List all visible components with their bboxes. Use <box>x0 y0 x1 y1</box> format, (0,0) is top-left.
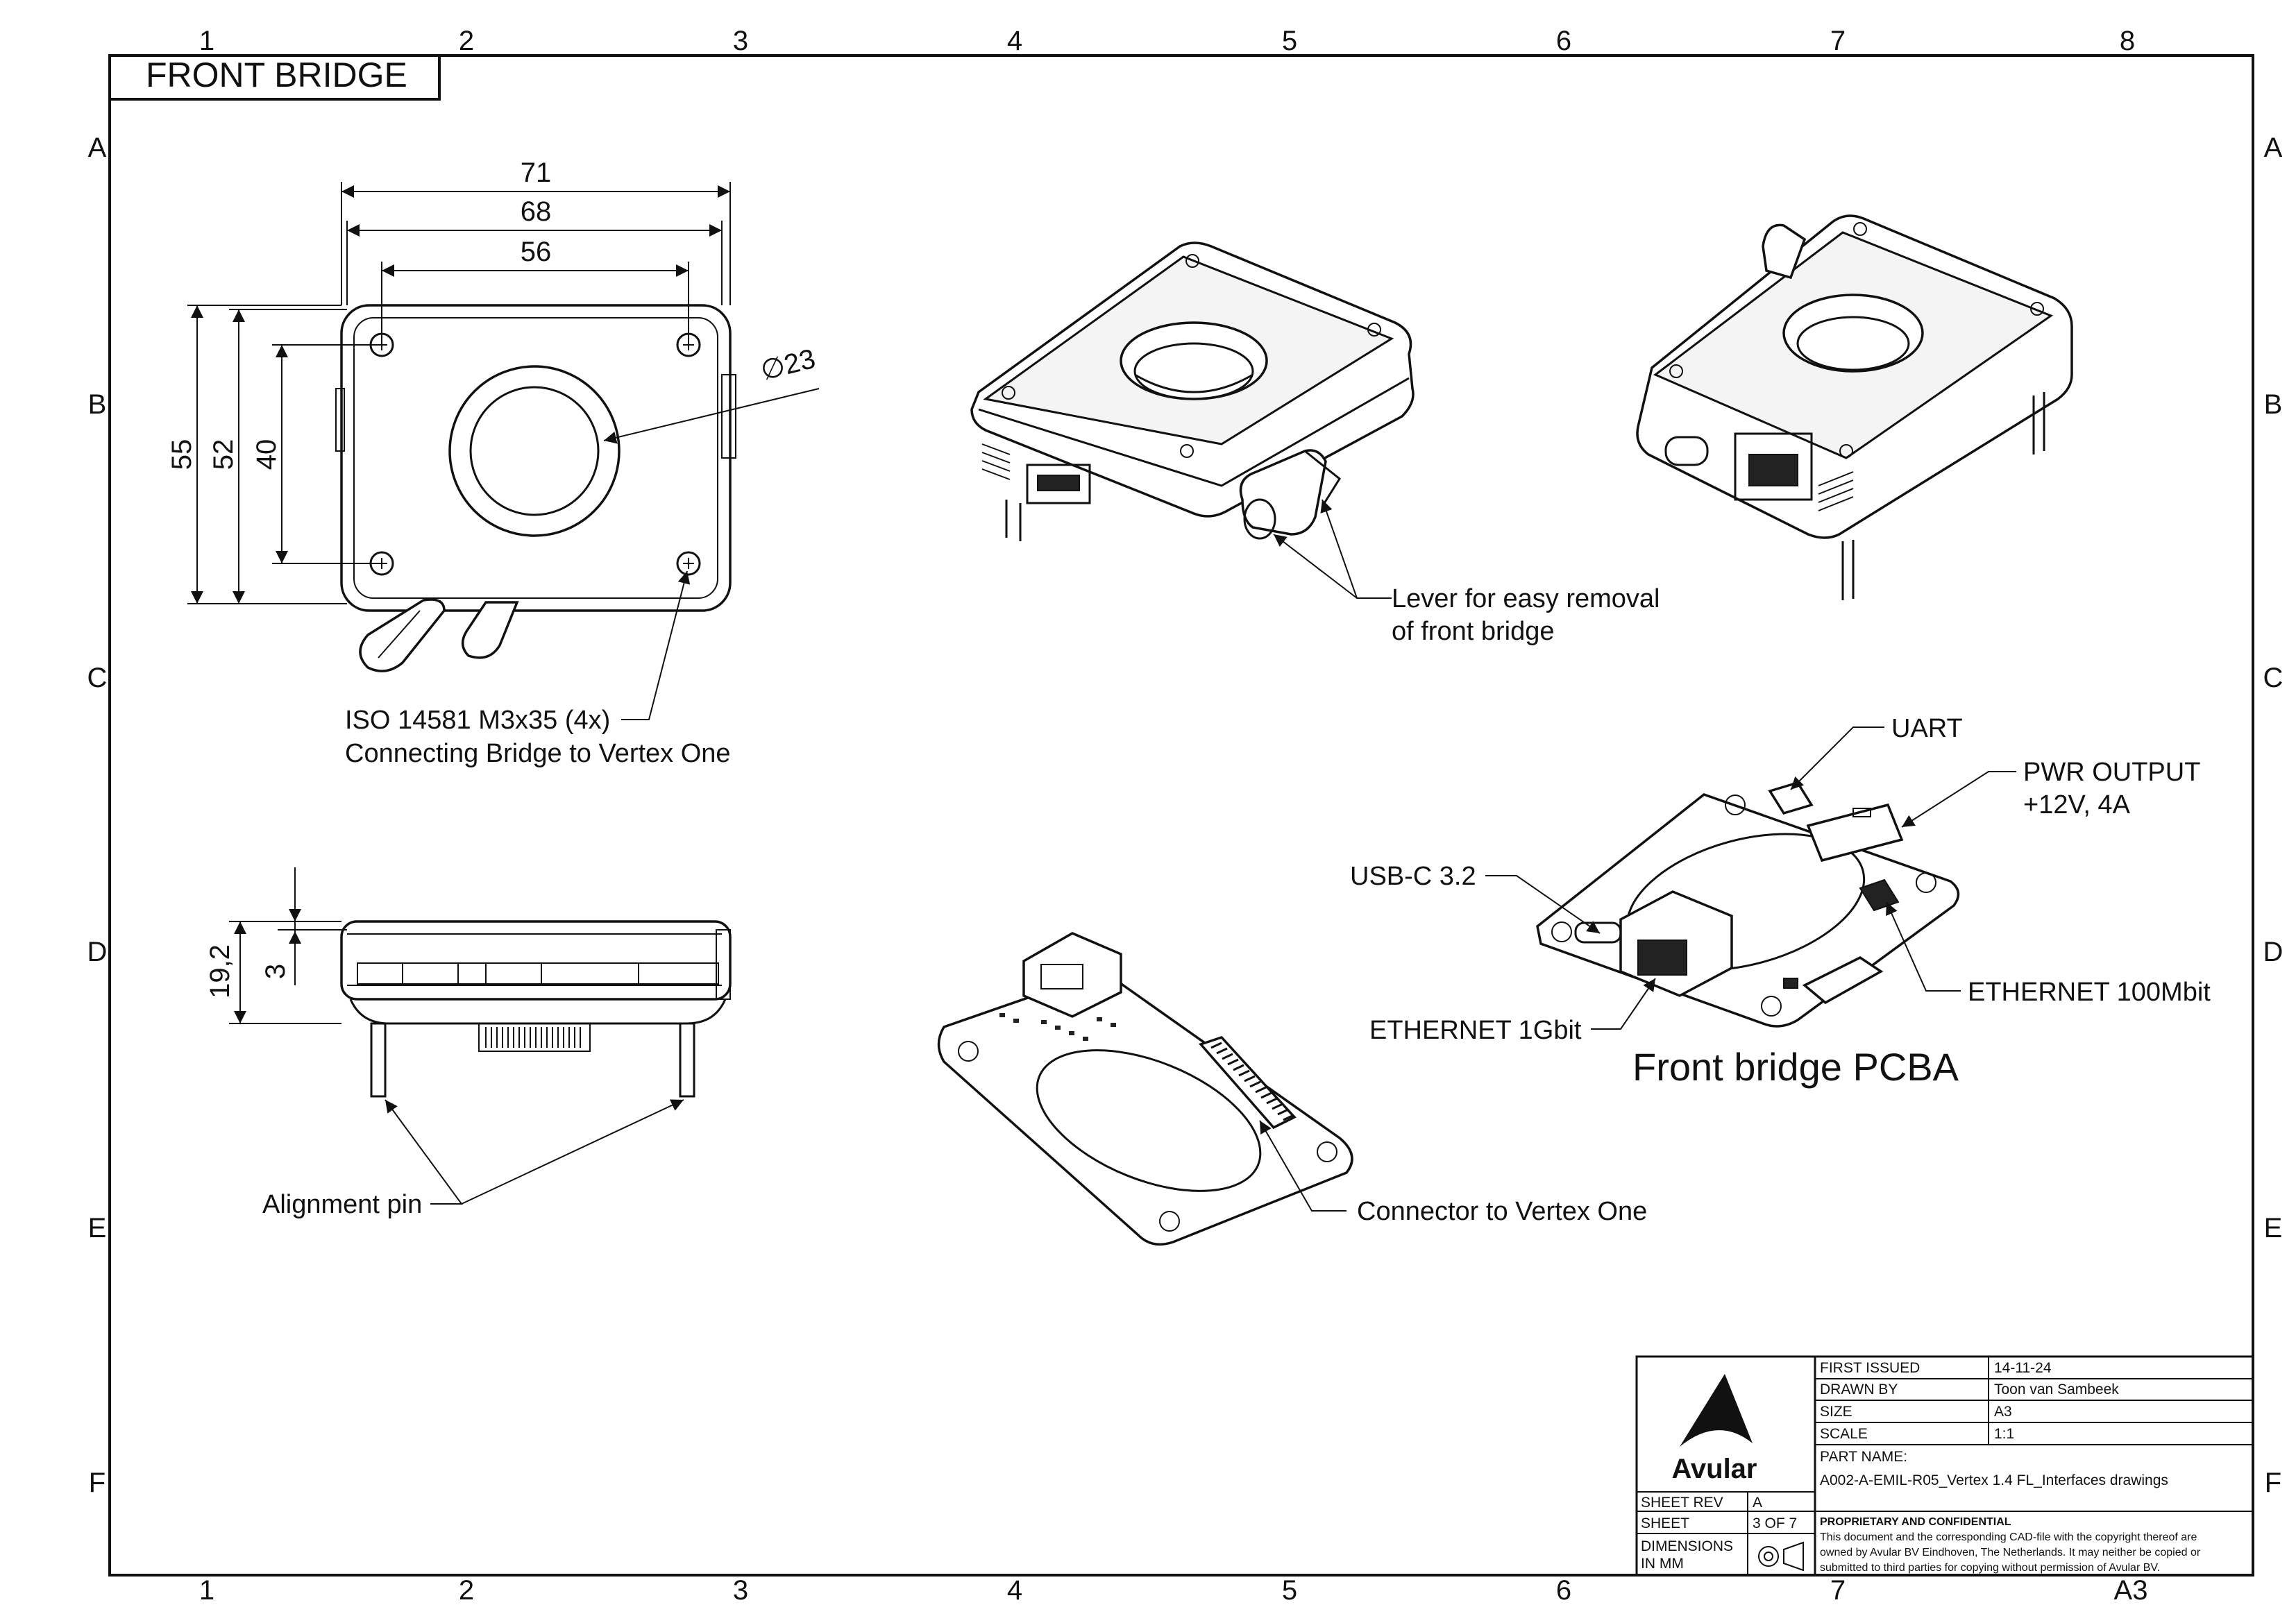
side-view: 19,2 3 <box>205 867 732 1098</box>
logo-text: Avular <box>1671 1454 1757 1484</box>
sheet-value: 3 OF 7 <box>1753 1515 1797 1531</box>
row-label: E <box>88 1213 107 1243</box>
eth100-label: ETHERNET 100Mbit <box>1968 978 2211 1007</box>
tb-value: 1:1 <box>1994 1426 2014 1442</box>
confidential-title: PROPRIETARY AND CONFIDENTIAL <box>1820 1516 2011 1528</box>
dimensions-label-2: IN MM <box>1641 1556 1684 1572</box>
screw-callout-line1: ISO 14581 M3x35 (4x) <box>345 706 610 735</box>
part-name-value: A002-A-EMIL-R05_Vertex 1.4 FL_Interfaces… <box>1820 1472 2168 1488</box>
drawing-border <box>108 54 2254 1577</box>
part-name-label: PART NAME: <box>1820 1449 1907 1465</box>
iso-view-pcba-bottom <box>937 932 1353 1246</box>
sheet-rev-label: SHEET REV <box>1641 1495 1723 1511</box>
top-view: 71 68 56 55 52 40 ∅23 <box>167 158 820 672</box>
col-label: 1 <box>199 26 214 56</box>
tb-value: Toon van Sambeek <box>1994 1382 2119 1397</box>
connector-label: Connector to Vertex One <box>1357 1197 1647 1226</box>
pcba-title: Front bridge PCBA <box>1632 1045 1959 1089</box>
col-label: A3 <box>2114 1575 2148 1606</box>
title-box <box>108 56 441 101</box>
sheet-title: FRONT BRIDGE <box>146 56 407 94</box>
avular-logo-icon <box>1680 1374 1753 1447</box>
row-label: D <box>87 937 108 967</box>
row-label: A <box>2264 133 2283 163</box>
usbc-label: USB-C 3.2 <box>1350 862 1476 891</box>
col-label: 7 <box>1830 26 1846 56</box>
col-label: 6 <box>1556 26 1571 56</box>
row-labels-right: A B C D E F <box>2263 133 2284 1498</box>
screw-callout-line2: Connecting Bridge to Vertex One <box>345 739 731 768</box>
col-label: 4 <box>1007 26 1022 56</box>
dim-55: 55 <box>167 439 197 470</box>
col-label: 4 <box>1007 1575 1022 1606</box>
connector-teeth <box>485 1027 581 1048</box>
col-label: 5 <box>1282 1575 1297 1606</box>
row-label: C <box>2263 663 2284 693</box>
row-label: E <box>2264 1213 2283 1243</box>
row-labels-left: A B C D E F <box>87 133 108 1498</box>
dim-19-2: 19,2 <box>205 944 235 999</box>
col-label: 3 <box>733 1575 748 1606</box>
row-label: D <box>2263 937 2284 967</box>
dim-3: 3 <box>260 964 291 979</box>
lever-icon <box>359 598 519 672</box>
dim-diameter: ∅23 <box>758 343 819 386</box>
pcba-iso-view <box>1536 781 1960 1028</box>
dim-40: 40 <box>251 439 282 470</box>
dim-71: 71 <box>521 158 552 188</box>
row-label: A <box>88 133 107 163</box>
pwr-label-line1: PWR OUTPUT <box>2023 758 2200 787</box>
col-label: 7 <box>1830 1575 1846 1606</box>
title-block: Avular FIRST ISSUED 14-11-24 DRAWN BY To… <box>1635 1355 2254 1577</box>
column-labels-bottom: 1 2 3 4 5 6 7 A3 <box>199 1575 2148 1606</box>
lever-callout: Lever for easy removal of front bridge <box>1273 499 1660 646</box>
screw-callout: ISO 14581 M3x35 (4x) Connecting Bridge t… <box>345 570 731 768</box>
connector-callout: Connector to Vertex One <box>1259 1120 1647 1226</box>
confidential-text-2: owned by Avular BV Eindhoven, The Nether… <box>1820 1547 2201 1558</box>
alignment-label: Alignment pin <box>262 1190 422 1219</box>
sheet-rev-value: A <box>1753 1495 1762 1511</box>
dim-68: 68 <box>521 196 552 227</box>
dim-52: 52 <box>208 439 239 470</box>
lever-callout-line2: of front bridge <box>1392 617 1554 646</box>
uart-label: UART <box>1891 714 1963 743</box>
sheet-label: SHEET <box>1641 1515 1689 1531</box>
dimension-left: 55 52 40 <box>167 305 382 604</box>
col-label: 6 <box>1556 1575 1571 1606</box>
row-label: F <box>2265 1468 2281 1498</box>
dimensions-label-1: DIMENSIONS <box>1641 1538 1733 1554</box>
tb-label: SIZE <box>1820 1404 1852 1420</box>
col-label: 3 <box>733 26 748 56</box>
tb-label: DRAWN BY <box>1820 1382 1898 1397</box>
row-label: F <box>89 1468 105 1498</box>
alignment-callout: Alignment pin <box>262 1099 684 1219</box>
iso-view-front-bridge <box>970 241 1415 541</box>
col-label: 2 <box>459 1575 474 1606</box>
row-label: B <box>2264 389 2283 420</box>
tb-label: SCALE <box>1820 1426 1868 1442</box>
row-label: C <box>87 663 108 693</box>
col-label: 2 <box>459 26 474 56</box>
tb-value: A3 <box>1994 1404 2012 1420</box>
confidential-text-3: submitted to third parties for copying w… <box>1820 1562 2160 1574</box>
dimension-top: 71 68 56 <box>341 158 731 345</box>
col-label: 1 <box>199 1575 214 1606</box>
lever-callout-line1: Lever for easy removal <box>1392 584 1660 613</box>
tb-value: 14-11-24 <box>1994 1360 2052 1376</box>
row-label: B <box>88 389 107 420</box>
col-label: 8 <box>2120 26 2135 56</box>
column-labels-top: 1 2 3 4 5 6 7 8 <box>199 26 2135 56</box>
projection-symbol-icon <box>1758 1541 1804 1572</box>
pwr-label-line2: +12V, 4A <box>2023 790 2131 819</box>
col-label: 5 <box>1282 26 1297 56</box>
tb-label: FIRST ISSUED <box>1820 1360 1920 1376</box>
confidential-text-1: This document and the corresponding CAD-… <box>1820 1531 2197 1543</box>
pcba-callouts: UART PWR OUTPUT +12V, 4A USB-C 3.2 ETHER… <box>1350 714 2211 1089</box>
eth1g-label: ETHERNET 1Gbit <box>1369 1016 1582 1045</box>
iso-view-rear <box>1636 214 2073 600</box>
dim-56: 56 <box>521 237 552 267</box>
